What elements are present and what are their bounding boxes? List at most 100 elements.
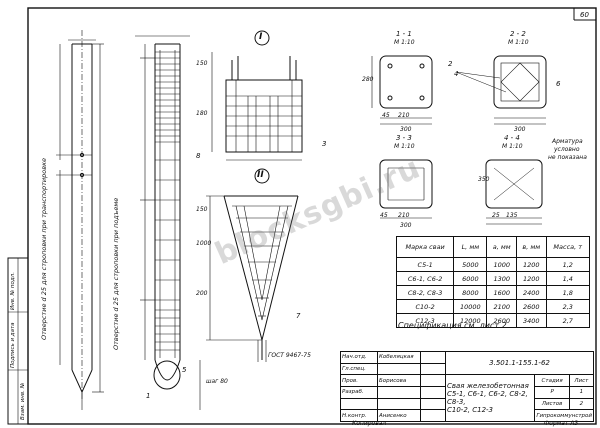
table-row: C5-1 5000 1000 1200 1,2	[395, 257, 590, 272]
dim-label: 300	[400, 222, 412, 229]
section-label-3-3: 3 - 3	[396, 134, 412, 142]
gost-note: ГОСТ 9467-75	[268, 352, 311, 359]
section-scale-4-4: M 1:10	[502, 143, 523, 150]
table-row: C6-1, C6-2 6000 1300 1200 1,4	[395, 271, 590, 286]
role-cell: Пров.	[340, 374, 378, 387]
dim-label: 25	[492, 212, 500, 219]
list-value: 1	[568, 385, 595, 399]
table-cell: 2600	[516, 299, 547, 314]
pos-label: 2	[448, 60, 453, 68]
table-cell: C6-1, C6-2	[395, 271, 455, 286]
pos-label: 6	[556, 80, 561, 88]
table-cell: C5-1	[395, 257, 455, 272]
table-cell: 1,4	[545, 271, 590, 286]
table-cell: 1,8	[545, 285, 590, 300]
table-cell: 2600	[486, 313, 518, 328]
sign-cell	[420, 362, 446, 376]
section-1-1	[371, 55, 433, 125]
dim-label: 180	[196, 110, 208, 117]
table-row: C8-2, C8-3 8000 1600 2400 1,8	[395, 285, 590, 300]
sign-cell	[420, 397, 446, 411]
section-label-2-2: 2 - 2	[510, 30, 526, 38]
role-cell: Нач.отд.	[340, 351, 378, 364]
dim-label: 45	[380, 212, 388, 219]
table-cell: 8000	[453, 285, 488, 300]
lifting-hole-note-hoisting: Отверстие d 25 для строповки при подъеме	[112, 197, 120, 350]
lifting-hole-note-transport: Отверстие d 25 для строповки при транспо…	[40, 157, 48, 340]
title-line-1: Свая железобетонная	[447, 382, 529, 391]
table-cell: 1600	[486, 285, 518, 300]
side-stamp-inv: Инв. № подл.	[10, 272, 16, 310]
pile-stirrups	[155, 51, 180, 351]
name-cell: Борисова	[377, 374, 421, 387]
dim-label: 200	[196, 290, 208, 297]
note-armatura: Арматура	[552, 138, 583, 145]
title-cell: Свая железобетонная C5-1, C6-1, C6-2, C8…	[444, 374, 536, 422]
table-cell: 5000	[453, 257, 488, 272]
step-note: шаг 80	[206, 378, 228, 385]
section-4-4	[485, 159, 543, 225]
pos-label: 1	[146, 392, 151, 400]
table-cell: 1200	[516, 257, 547, 272]
dim-label: 135	[506, 212, 518, 219]
table-cell: C8-2, C8-3	[395, 285, 455, 300]
table-row: C12-3 12000 2600 3400 2,7	[395, 313, 590, 328]
section-3-3	[379, 159, 433, 219]
section-label-4-4: 4 - 4	[504, 134, 520, 142]
sign-cell	[420, 385, 446, 399]
spec-header: Масса, т	[545, 236, 590, 258]
note-uslovno: условно	[554, 146, 580, 153]
side-stamp-sign: Подпись и дата	[10, 322, 16, 368]
dim-label: 350	[478, 176, 490, 183]
table-cell: 2400	[516, 285, 547, 300]
table-row: C10-2 10000 2100 2600 2,3	[395, 299, 590, 314]
organization: Гипрокоммунстрой	[534, 409, 594, 422]
table-cell: 1000	[486, 257, 518, 272]
section-scale-1-1: M 1:10	[394, 39, 415, 46]
pos-label: 4	[454, 70, 459, 78]
table-cell: 2,3	[545, 299, 590, 314]
table-cell: C12-3	[395, 313, 455, 328]
dim-label: 300	[400, 126, 412, 133]
role-cell: Гл.спец.	[340, 362, 378, 376]
pos-label: 3	[322, 140, 327, 148]
table-cell: 1200	[516, 271, 547, 286]
name-cell	[377, 362, 421, 376]
pos-label: 5	[182, 366, 187, 374]
stadia-label: Стадия	[534, 374, 570, 387]
title-block: Нач.отд. Кобеляцкая 3.501.1-155.1-62 Гл.…	[340, 350, 595, 422]
role-cell: Н.контр.	[340, 409, 378, 422]
format-label: Формат А3	[544, 420, 579, 427]
detail-ii-linework	[206, 168, 299, 362]
listov-label: Листов	[534, 397, 570, 411]
table-cell: 3400	[516, 313, 547, 328]
name-cell	[377, 397, 421, 411]
table-cell: 10000	[453, 299, 488, 314]
sign-cell	[420, 374, 446, 387]
section-scale-2-2: M 1:10	[508, 39, 529, 46]
callout-ii: II	[257, 170, 264, 180]
table-cell: 1,2	[545, 257, 590, 272]
side-stamp-replace: Взам. инв. №	[20, 382, 26, 420]
spec-header: L, мм	[453, 236, 488, 258]
spec-header: Марка сваи	[395, 236, 455, 258]
spec-table: Марка сваи L, мм a, мм в, мм Масса, т C5…	[395, 236, 590, 328]
detail-i-linework	[211, 30, 303, 161]
table-cell: 6000	[453, 271, 488, 286]
section-label-1-1: 1 - 1	[396, 30, 412, 38]
table-cell: C10-2	[395, 299, 455, 314]
dim-label: 210	[398, 212, 410, 219]
note-ne-pokazana: не показана	[548, 154, 587, 161]
role-cell: Разраб.	[340, 385, 378, 399]
table-cell: 2,7	[545, 313, 590, 328]
sign-cell	[420, 409, 446, 422]
role-cell	[340, 397, 378, 411]
dim-label: 45	[382, 112, 390, 119]
list-label: Лист	[568, 374, 595, 387]
listov-value: 2	[568, 397, 595, 411]
spec-header: в, мм	[516, 236, 547, 258]
pos-label: 7	[296, 312, 301, 320]
dim-label: 280	[362, 76, 374, 83]
spec-header: a, мм	[486, 236, 518, 258]
